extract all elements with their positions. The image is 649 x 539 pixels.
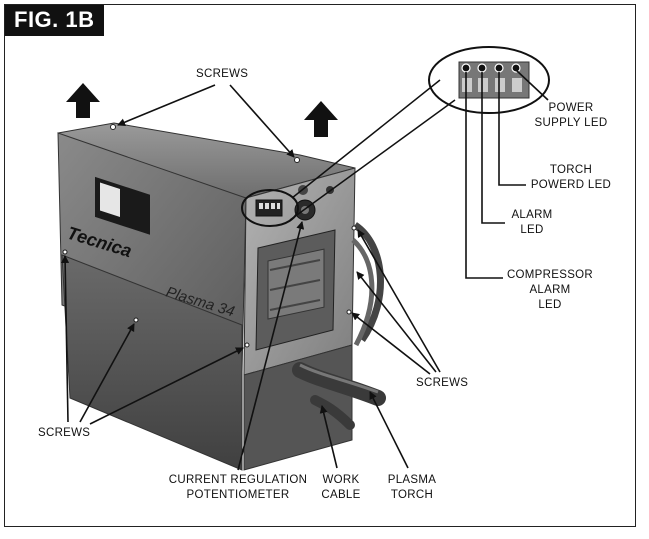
leader-screws-right-2	[356, 271, 437, 373]
compressor-alarm-led	[461, 63, 471, 73]
label-torch-powered-led-line1: TORCH	[549, 164, 593, 176]
lift-arrow-left	[66, 83, 100, 118]
power-supply-led	[511, 63, 521, 73]
torch-powered-led	[494, 63, 504, 73]
label-plasma-torch-line1: PLASMA	[387, 474, 437, 486]
front-opening	[255, 229, 336, 351]
leader-compressor-alarm-led	[465, 72, 503, 279]
label-power-supply-led-line2: SUPPLY LED	[534, 117, 608, 129]
brand-logo	[95, 176, 150, 235]
label-alarm-led-line2: LED	[520, 224, 544, 236]
plasma-torch-hose	[292, 362, 386, 406]
plasma-cutter-machine	[57, 122, 386, 471]
label-alarm-led: ALARM LED	[507, 208, 557, 238]
label-torch-powered-led-line2: POWERD LED	[530, 179, 612, 191]
label-current-regulation-line2: POTENTIOMETER	[186, 489, 290, 501]
leader-alarm-led	[481, 72, 505, 224]
label-compressor-alarm-led: COMPRESSOR ALARM LED	[500, 268, 600, 313]
label-power-supply-led-line1: POWER	[548, 102, 594, 114]
leader-torch-powered-led	[498, 72, 526, 186]
leader-screws-right-1	[357, 229, 441, 373]
label-plasma-torch-line2: TORCH	[390, 489, 434, 501]
label-screws-top: SCREWS	[196, 68, 249, 80]
leader-screws-left-3	[89, 347, 244, 425]
leader-work-cable	[319, 405, 338, 469]
led-panel-inset	[428, 46, 550, 114]
leader-plasma-torch	[369, 391, 409, 469]
label-power-supply-led: POWER SUPPLY LED	[526, 101, 616, 131]
label-compressor-alarm-led-line3: LED	[538, 299, 562, 311]
work-cable-connector	[310, 395, 355, 430]
figure-frame	[4, 4, 636, 527]
label-alarm-led-line1: ALARM	[511, 209, 553, 221]
alarm-led	[477, 63, 487, 73]
label-current-regulation-potentiometer: CURRENT REGULATION POTENTIOMETER	[168, 473, 308, 503]
leader-screws-left-1	[61, 255, 70, 423]
leader-current-regulation	[237, 221, 305, 471]
label-current-regulation-line1: CURRENT REGULATION	[168, 474, 308, 486]
label-compressor-alarm-led-line2: ALARM	[529, 284, 571, 296]
leader-screws-top-left	[117, 84, 216, 127]
label-plasma-torch: PLASMA TORCH	[382, 473, 442, 503]
led-callout-ellipse	[241, 189, 299, 227]
figure-tag: FIG. 1B	[5, 5, 104, 36]
leader-screws-left-2	[79, 323, 135, 423]
leader-screws-top-right	[229, 84, 295, 158]
label-work-cable-line2: CABLE	[321, 489, 361, 501]
label-work-cable-line1: WORK	[322, 474, 360, 486]
label-work-cable: WORK CABLE	[316, 473, 366, 503]
leader-screws-right-3	[351, 312, 431, 375]
label-torch-powered-led: TORCH POWERD LED	[526, 163, 616, 193]
label-screws-right: SCREWS	[416, 377, 469, 389]
inset-link-line-top	[291, 79, 441, 199]
label-compressor-alarm-led-line1: COMPRESSOR	[506, 269, 594, 281]
label-screws-left: SCREWS	[38, 427, 91, 439]
lift-arrow-right	[304, 101, 338, 137]
inset-link-line-bottom	[289, 99, 456, 221]
leader-power-supply-led	[515, 69, 549, 101]
